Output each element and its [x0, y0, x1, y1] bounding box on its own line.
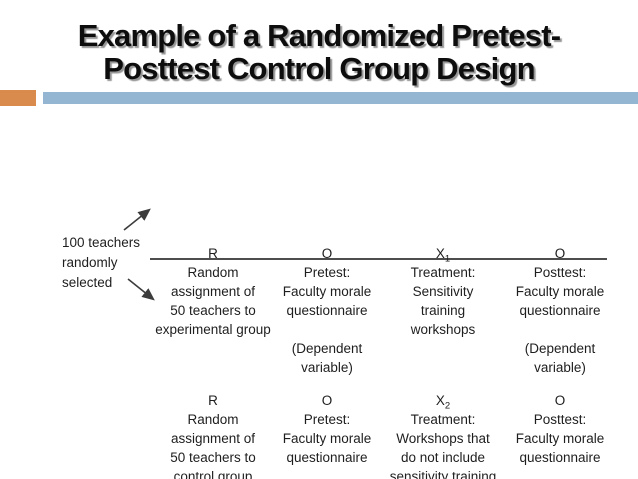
symbol-base: X — [435, 246, 445, 261]
cell-note-line: (Dependent — [291, 341, 363, 356]
design-symbol-o: O — [262, 391, 392, 410]
cell-experimental-posttest: O Posttest: Faculty morale questionnaire (… — [495, 244, 625, 377]
population-label-line: randomly — [62, 255, 118, 270]
cell-text-line: Faculty morale — [282, 284, 372, 299]
row-divider-line — [150, 258, 607, 260]
cell-text-line: Faculty morale — [282, 431, 372, 446]
cell-experimental-treatment-x1: X1 Treatment: Sensitivity training workshop… — [378, 244, 508, 358]
cell-text-line: assignment of — [170, 431, 256, 446]
cell-text-line: training — [420, 303, 466, 318]
cell-experimental-random-assignment: R Random assignment of 50 teachers to exper… — [148, 244, 278, 358]
arrow-up-right-icon — [123, 208, 151, 231]
symbol-base: X — [435, 393, 445, 408]
cell-text-line: control group — [173, 469, 253, 479]
design-symbol-x1: X1 — [378, 244, 508, 265]
cell-text-line: Faculty morale — [515, 284, 605, 299]
cell-text-line: Pretest: — [303, 265, 351, 280]
design-symbol-x2: X2 — [378, 391, 508, 412]
cell-control-treatment-x2: X2 Treatment: Workshops that do not includ… — [378, 391, 508, 479]
cell-text-line: questionnaire — [519, 303, 601, 318]
arrows-overlay — [123, 208, 155, 301]
arrow-down-right-icon — [127, 278, 155, 301]
population-label: 100 teachers randomly selected — [62, 233, 140, 293]
cell-text-line: Posttest: — [533, 265, 587, 280]
cell-text-line: do not include — [400, 450, 486, 465]
cell-text-line: Treatment: — [410, 412, 476, 427]
cell-text-line: Random — [187, 412, 239, 427]
cell-text-line: Posttest: — [533, 412, 587, 427]
cell-control-random-assignment: R Random assignment of 50 teachers to contr… — [148, 391, 278, 479]
design-symbol-o: O — [495, 244, 625, 263]
cell-text-line: questionnaire — [286, 303, 368, 318]
cell-note-line: variable) — [301, 360, 353, 375]
slide-title-line-1: Example of a Randomized Pretest- — [77, 18, 561, 53]
symbol-base: R — [208, 393, 218, 408]
design-symbol-r: R — [148, 244, 278, 263]
accent-bar-blue — [43, 92, 638, 104]
symbol-subscript: 1 — [444, 253, 451, 265]
cell-text-line: questionnaire — [519, 450, 601, 465]
cell-text-line: Random — [187, 265, 239, 280]
cell-text-line: Treatment: — [410, 265, 476, 280]
slide-title: Example of a Randomized Pretest- Posttes… — [0, 19, 638, 85]
population-label-line: selected — [62, 275, 113, 290]
cell-text-line: Pretest: — [303, 412, 351, 427]
symbol-base: O — [554, 246, 566, 261]
cell-text-line: 50 teachers to — [170, 450, 256, 465]
cell-text-line: assignment of — [170, 284, 256, 299]
design-symbol-o: O — [495, 391, 625, 410]
accent-bar-orange — [0, 90, 36, 106]
design-symbol-o: O — [262, 244, 392, 263]
cell-note-line: (Dependent — [524, 341, 596, 356]
cell-text-line: experimental group — [155, 322, 271, 337]
cell-text-line: sensitivity training — [389, 469, 497, 479]
slide-title-line-2: Posttest Control Group Design — [103, 51, 535, 86]
design-symbol-r: R — [148, 391, 278, 410]
symbol-base: R — [208, 246, 218, 261]
symbol-base: O — [554, 393, 566, 408]
cell-text-line: workshops — [410, 322, 476, 337]
symbol-base: O — [321, 246, 333, 261]
symbol-base: O — [321, 393, 333, 408]
cell-text-line: Faculty morale — [515, 431, 605, 446]
population-label-line: 100 teachers — [62, 235, 141, 250]
cell-text-line: questionnaire — [286, 450, 368, 465]
symbol-subscript: 2 — [444, 400, 451, 412]
cell-experimental-pretest: O Pretest: Faculty morale questionnaire (D… — [262, 244, 392, 377]
design-diagram: 100 teachers randomly selected R Random ass… — [0, 120, 638, 479]
cell-text-line: 50 teachers to — [170, 303, 256, 318]
cell-text-line: Sensitivity — [412, 284, 474, 299]
cell-note-line: variable) — [534, 360, 586, 375]
cell-text-line: Workshops that — [396, 431, 490, 446]
